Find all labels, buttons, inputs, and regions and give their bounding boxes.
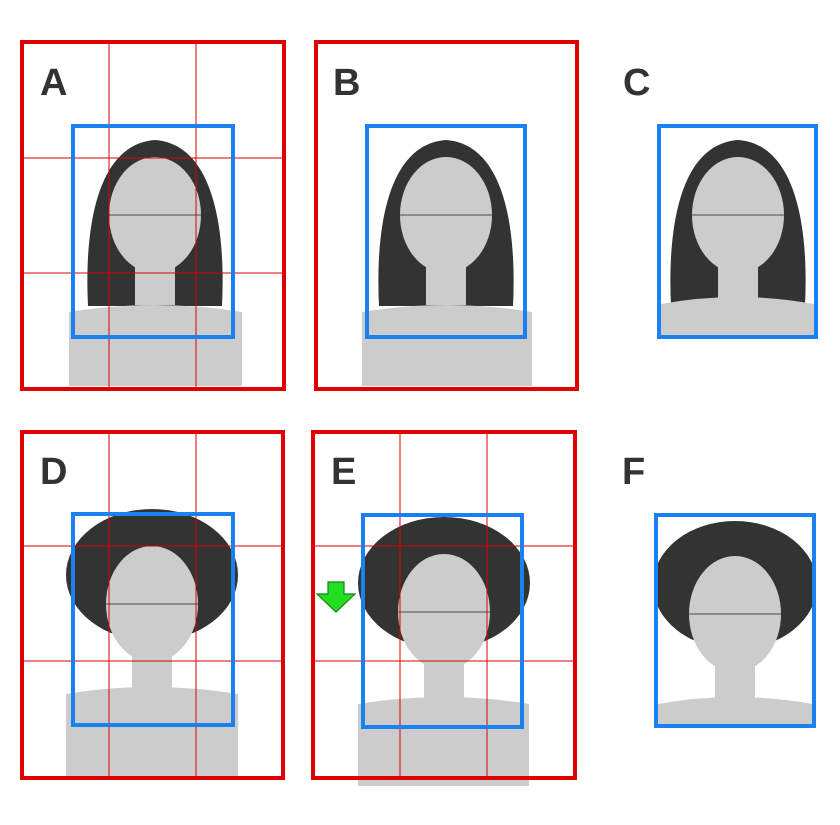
shoulders: [358, 697, 529, 786]
panel-b: B: [314, 40, 579, 391]
panel-a: A: [20, 40, 286, 391]
panel-label-c: C: [623, 62, 650, 104]
shoulders: [66, 687, 238, 776]
portrait-silhouette: [656, 521, 814, 724]
panel-label-f: F: [622, 451, 645, 493]
shoulders: [661, 297, 814, 336]
panel-label-d: D: [40, 451, 67, 493]
portrait-silhouette: [358, 517, 530, 786]
shoulders: [69, 305, 242, 386]
panel-e: E: [311, 430, 577, 786]
crop-frame: [20, 40, 286, 391]
shoulders: [658, 697, 813, 724]
panel-label-e: E: [331, 451, 356, 493]
panel-d: D: [20, 430, 285, 780]
panel-label-a: A: [40, 62, 67, 104]
portrait-silhouette: [69, 140, 242, 386]
photo-frame: [657, 124, 818, 339]
panel-label-b: B: [333, 62, 360, 104]
down-arrow-icon: [315, 581, 357, 613]
photo-frame: [365, 124, 527, 339]
portrait-silhouette: [66, 509, 238, 776]
crop-frame: [314, 40, 579, 391]
crop-frame: [311, 430, 577, 780]
portrait-silhouette: [362, 140, 532, 386]
photo-frame: [71, 512, 235, 727]
panel-f: F: [622, 451, 816, 728]
panel-c: C: [623, 62, 818, 339]
photo-frame: [71, 124, 235, 339]
crop-frame: [20, 430, 285, 780]
photo-frame: [654, 513, 816, 728]
portrait-silhouette: [661, 140, 814, 336]
photo-frame: [361, 513, 524, 729]
shoulders: [362, 305, 532, 386]
